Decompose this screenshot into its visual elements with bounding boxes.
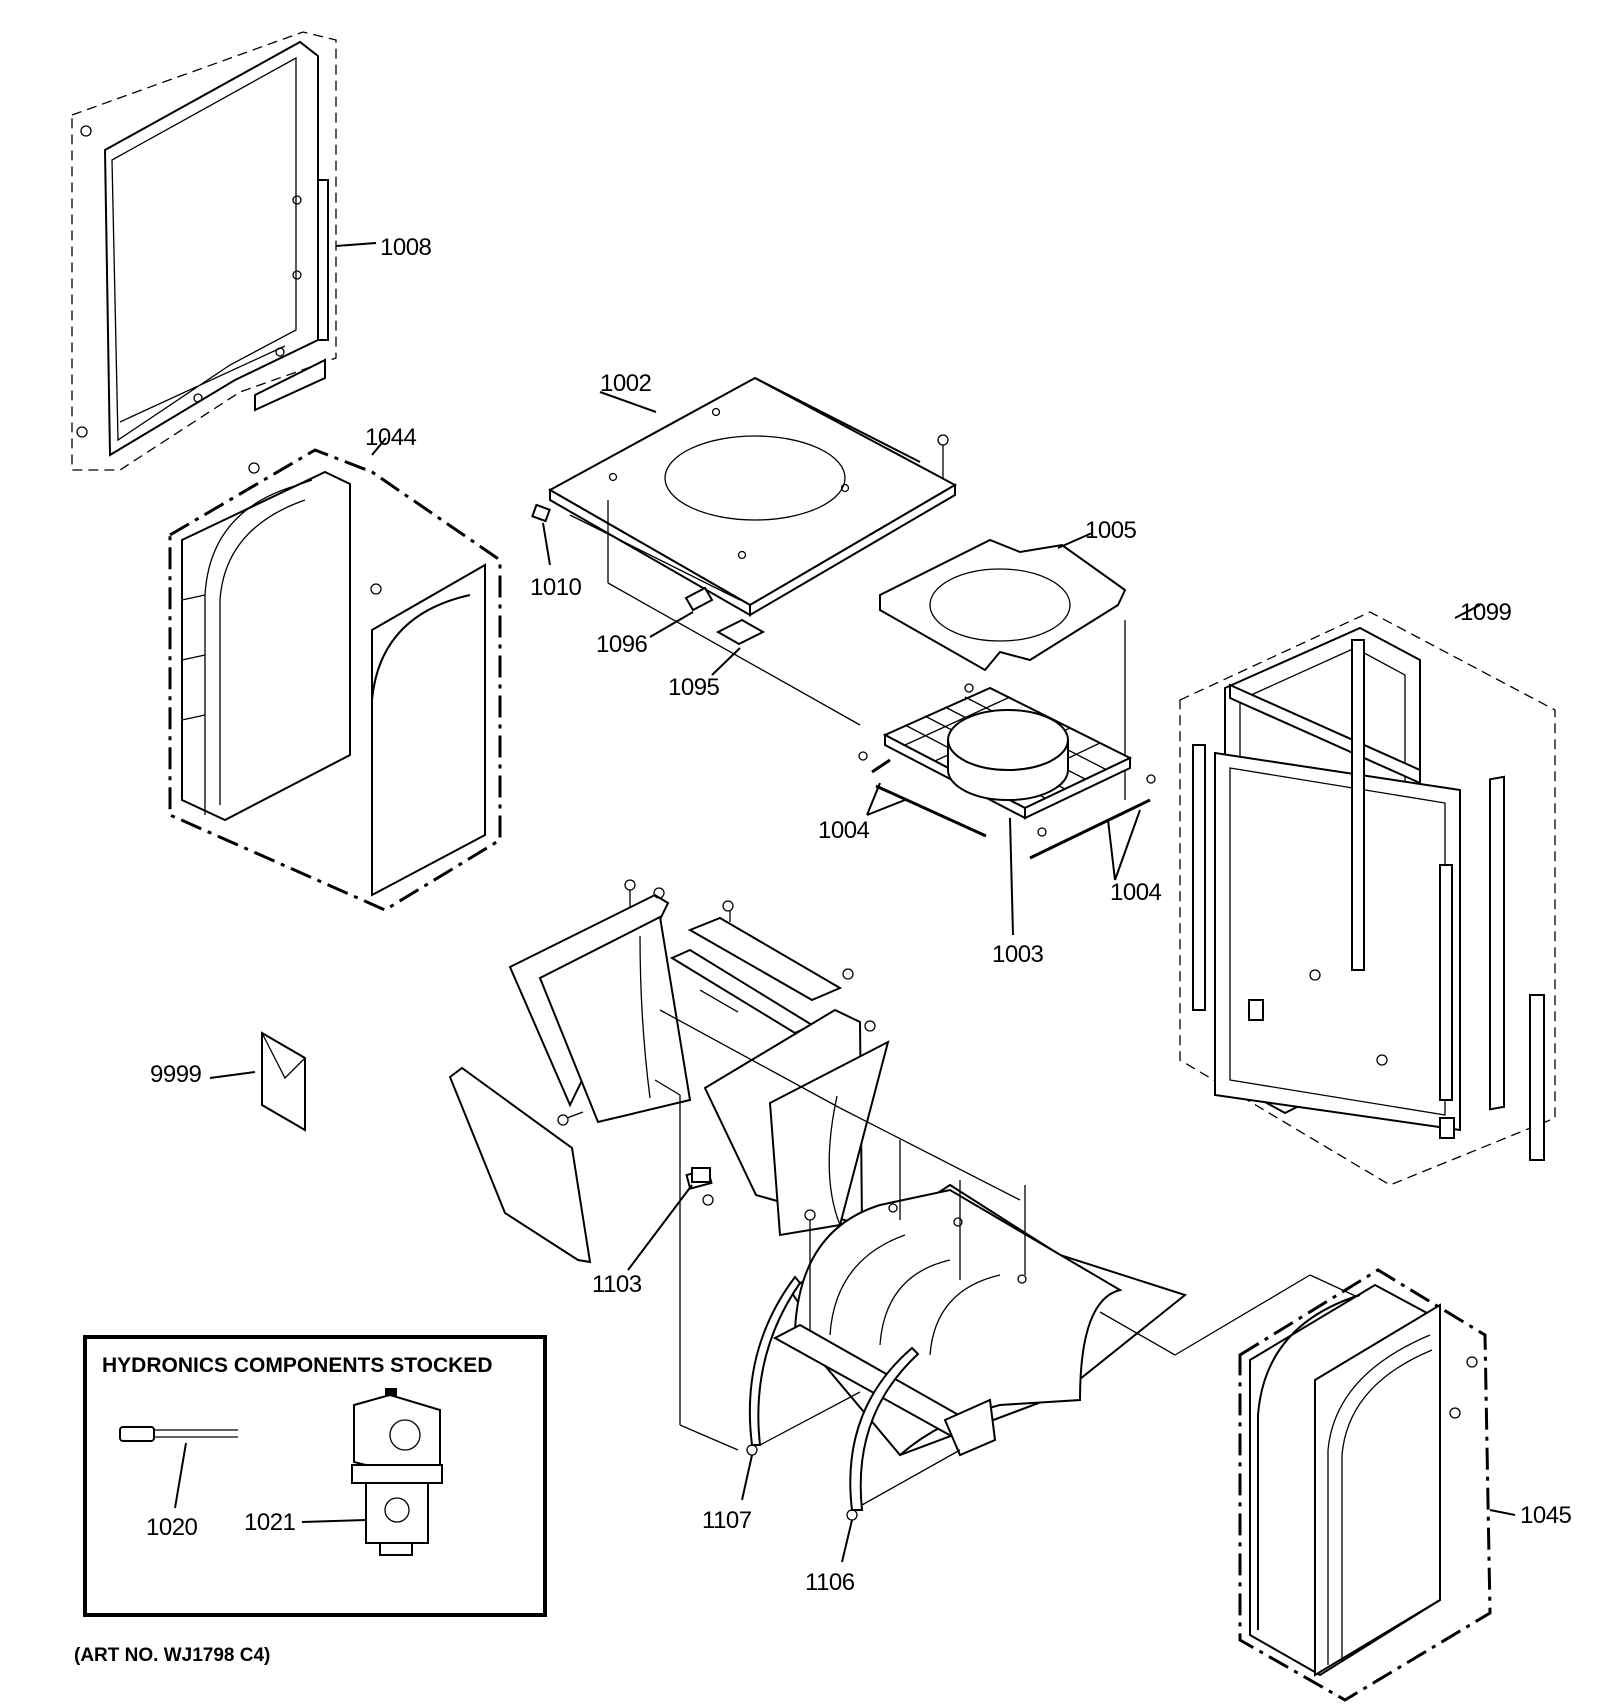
label-1002: 1002 [600,370,652,397]
part-1005-gasket [879,532,1127,800]
part-1008-front-panel [71,31,377,471]
label-1107: 1107 [702,1507,752,1534]
leader-dashed-top-to-base [607,582,861,726]
part-1044-left-side-wall [168,437,502,912]
part-1099-rear-frame [1179,604,1556,1186]
part-1021-valve [301,1388,443,1556]
part-top-channel [669,900,854,1035]
part-upper-left-duct [508,879,692,1126]
part-1002-top-plate [547,376,958,617]
part-1106-strap [841,1346,961,1563]
label-9999: 9999 [150,1061,202,1088]
label-1004-left: 1004 [818,817,870,844]
label-1020: 1020 [146,1514,198,1541]
label-1103: 1103 [592,1271,642,1298]
part-side-filter-panel [448,1066,592,1264]
label-1004-right: 1004 [1110,879,1162,906]
part-1096-bracket [649,586,714,638]
label-1045: 1045 [1520,1502,1572,1529]
part-center-duct [685,1008,890,1237]
label-1021: 1021 [244,1509,296,1536]
part-1045-right-side-wall [1238,1268,1516,1702]
label-1095: 1095 [668,674,720,701]
inset-title: HYDRONICS COMPONENTS STOCKED [102,1354,492,1377]
part-1020-sensor [119,1426,238,1509]
label-1099: 1099 [1460,599,1512,626]
part-9999-envelope [209,1031,306,1132]
part-1103-block [627,1167,711,1271]
label-1005: 1005 [1085,517,1137,544]
label-1008: 1008 [380,234,432,261]
label-1003: 1003 [992,941,1044,968]
part-1107-strap [741,1275,861,1501]
label-1010: 1010 [530,574,582,601]
part-1095-pad [711,618,766,676]
label-1106: 1106 [805,1569,855,1596]
inset-hydronics-box [83,1335,547,1617]
art-number-caption: (ART NO. WJ1798 C4) [74,1645,270,1666]
label-1044: 1044 [365,424,417,451]
part-1003-base-grid [858,683,1156,936]
part-1010-clip [531,503,551,566]
label-1096: 1096 [596,631,648,658]
